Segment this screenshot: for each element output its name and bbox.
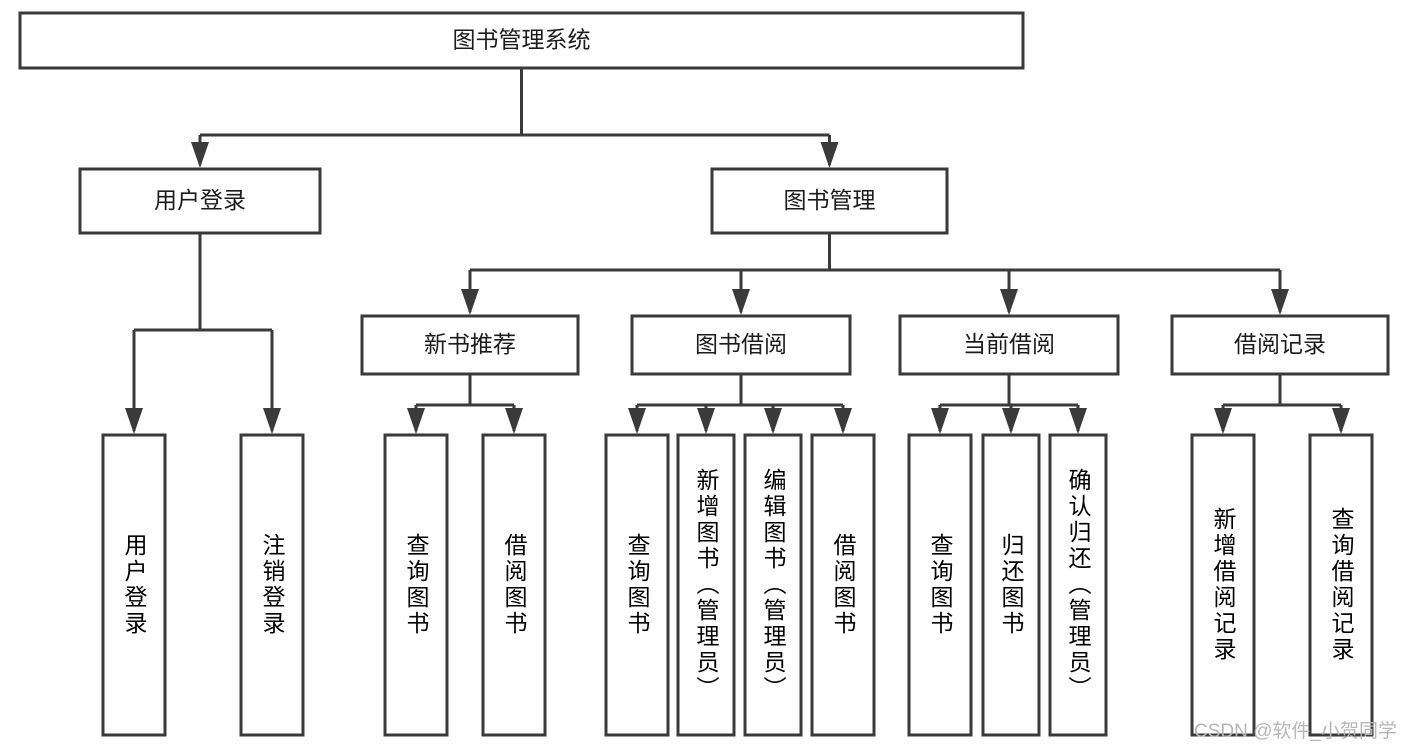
arrow-head-icon xyxy=(697,408,715,434)
node-leaf-4[interactable]: 查询图书 xyxy=(604,433,670,737)
arrow-head-icon xyxy=(1000,289,1018,315)
node-box xyxy=(743,433,803,737)
node-leaf-8[interactable]: 查询图书 xyxy=(907,433,973,737)
node-box xyxy=(630,314,852,376)
node-label-wrap: 查询图书 xyxy=(624,533,650,637)
arrow-head-icon xyxy=(191,142,209,168)
node-label: 借阅图书 xyxy=(501,533,527,637)
node-label: 注销登录 xyxy=(259,533,285,637)
connector-layer xyxy=(125,68,1350,434)
node-label-wrap: 新增图书（管理员） xyxy=(693,468,719,702)
node-label-wrap: 借阅图书 xyxy=(830,533,856,637)
arrow-head-icon xyxy=(125,408,143,434)
node-box xyxy=(360,314,580,376)
node-label: 图书管理系统 xyxy=(453,27,591,53)
node-label: 编辑图书（管理员） xyxy=(760,468,786,702)
node-leaf-6[interactable]: 编辑图书（管理员） xyxy=(743,433,803,737)
arrow-head-icon xyxy=(1214,408,1232,434)
node-box xyxy=(383,433,449,737)
node-label: 图书借阅 xyxy=(695,331,787,357)
node-root-0[interactable]: 图书管理系统 xyxy=(18,11,1025,70)
node-box xyxy=(981,433,1041,737)
node-leaf-3[interactable]: 借阅图书 xyxy=(481,433,547,737)
node-label-wrap: 查询借阅记录 xyxy=(1328,507,1354,663)
node-leaf-12[interactable]: 查询借阅记录 xyxy=(1308,433,1374,737)
arrow-head-icon xyxy=(1002,408,1020,434)
node-box xyxy=(898,314,1120,376)
node-label-wrap: 新增借阅记录 xyxy=(1210,507,1236,663)
node-box xyxy=(710,167,949,235)
node-box xyxy=(101,433,167,737)
node-layer: 图书管理系统用户登录图书管理新书推荐图书借阅当前借阅借阅记录用户登录注销登录查询… xyxy=(18,11,1390,737)
node-level2-2[interactable]: 当前借阅 xyxy=(898,314,1120,376)
arrow-head-icon xyxy=(931,408,949,434)
node-label: 当前借阅 xyxy=(963,331,1055,357)
node-label-wrap: 注销登录 xyxy=(259,533,285,637)
arrow-head-icon xyxy=(505,408,523,434)
node-level2-3[interactable]: 借阅记录 xyxy=(1170,314,1390,376)
arrow-head-icon xyxy=(834,408,852,434)
node-leaf-0[interactable]: 用户登录 xyxy=(101,433,167,737)
arrow-head-icon xyxy=(461,289,479,315)
node-box xyxy=(676,433,736,737)
node-leaf-11[interactable]: 新增借阅记录 xyxy=(1190,433,1256,737)
node-box xyxy=(239,433,305,737)
node-leaf-5[interactable]: 新增图书（管理员） xyxy=(676,433,736,737)
node-leaf-1[interactable]: 注销登录 xyxy=(239,433,305,737)
node-box xyxy=(78,167,322,235)
node-box xyxy=(1170,314,1390,376)
node-box xyxy=(907,433,973,737)
arrow-head-icon xyxy=(764,408,782,434)
node-label: 借阅图书 xyxy=(830,533,856,637)
node-label: 新增图书（管理员） xyxy=(693,468,719,702)
arrow-head-icon xyxy=(1271,289,1289,315)
arrow-head-icon xyxy=(628,408,646,434)
node-leaf-10[interactable]: 确认归还（管理员） xyxy=(1048,433,1108,737)
node-box xyxy=(810,433,876,737)
node-level2-0[interactable]: 新书推荐 xyxy=(360,314,580,376)
node-box xyxy=(1190,433,1256,737)
node-label: 图书管理 xyxy=(784,187,876,213)
node-level1-1[interactable]: 图书管理 xyxy=(710,167,949,235)
node-label-wrap: 编辑图书（管理员） xyxy=(760,468,786,702)
arrow-head-icon xyxy=(732,289,750,315)
node-label-wrap: 归还图书 xyxy=(998,533,1024,637)
node-box xyxy=(604,433,670,737)
node-box xyxy=(1308,433,1374,737)
node-label-wrap: 用户登录 xyxy=(121,533,147,637)
node-label: 借阅记录 xyxy=(1234,331,1326,357)
node-label-wrap: 查询图书 xyxy=(927,533,953,637)
arrow-head-icon xyxy=(407,408,425,434)
node-level1-0[interactable]: 用户登录 xyxy=(78,167,322,235)
node-label: 查询借阅记录 xyxy=(1328,507,1354,663)
node-label: 查询图书 xyxy=(927,533,953,637)
node-leaf-7[interactable]: 借阅图书 xyxy=(810,433,876,737)
node-label: 确认归还（管理员） xyxy=(1065,468,1091,702)
arrow-head-icon xyxy=(820,142,839,168)
node-leaf-9[interactable]: 归还图书 xyxy=(981,433,1041,737)
node-level2-1[interactable]: 图书借阅 xyxy=(630,314,852,376)
node-box xyxy=(481,433,547,737)
node-label: 归还图书 xyxy=(998,533,1024,637)
node-label: 查询图书 xyxy=(403,533,429,637)
node-label-wrap: 借阅图书 xyxy=(501,533,527,637)
node-label: 用户登录 xyxy=(154,187,246,213)
arrow-head-icon xyxy=(1069,408,1087,434)
node-label-wrap: 查询图书 xyxy=(403,533,429,637)
node-box xyxy=(1048,433,1108,737)
node-box xyxy=(18,11,1025,70)
node-leaf-2[interactable]: 查询图书 xyxy=(383,433,449,737)
arrow-head-icon xyxy=(263,408,281,434)
node-label-wrap: 确认归还（管理员） xyxy=(1065,468,1091,702)
node-label: 新增借阅记录 xyxy=(1210,507,1236,663)
node-label: 查询图书 xyxy=(624,533,650,637)
node-label: 用户登录 xyxy=(121,533,147,637)
arrow-head-icon xyxy=(1332,408,1350,434)
node-label: 新书推荐 xyxy=(424,331,516,357)
